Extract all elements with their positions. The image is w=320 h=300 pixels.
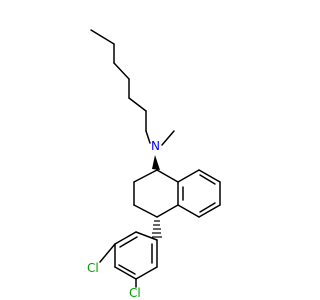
nitrogen-label: N <box>151 139 160 153</box>
double-bond-c6-c5 <box>199 202 216 213</box>
chlorine-label-bottom: Cl <box>129 286 141 300</box>
bond-chain-1 <box>90 29 115 45</box>
bond-chain-5 <box>128 97 147 112</box>
bond-c8a-c1 <box>156 169 179 183</box>
bond-c1-c2 <box>133 169 158 183</box>
molecule-drawing: N Cl Cl <box>87 29 221 300</box>
bond-ar-2 <box>114 231 137 245</box>
bond-chain-7 <box>145 130 151 144</box>
bond-c8a-c8 <box>177 169 200 183</box>
double-bond-ar-b <box>118 264 136 275</box>
double-bond-ar-a <box>119 236 138 248</box>
bond-c6-c5 <box>198 204 221 218</box>
structure-canvas: N Cl Cl <box>87 29 221 300</box>
stereo-wedge-c1 <box>152 155 160 170</box>
bond-ar-5 <box>135 266 158 280</box>
chlorine-label-top: Cl <box>87 261 99 275</box>
double-bond-c8-c7 <box>199 174 216 185</box>
bond-c4-c4a <box>156 204 179 218</box>
octyl-chain <box>90 29 151 144</box>
bond-chain-3 <box>113 62 130 80</box>
bond-c3-c4 <box>133 204 158 218</box>
bond-ar-1 <box>135 231 158 241</box>
bond-c5-c4a <box>177 204 200 218</box>
fused-benzene-ring <box>177 169 221 218</box>
bond-n-methyl <box>161 130 175 146</box>
bond-c-cl-top <box>99 243 116 263</box>
bond-c8-c7 <box>198 169 221 183</box>
saturated-ring <box>133 169 179 218</box>
stereo-hash-c4 <box>152 220 162 238</box>
bond-ar-4 <box>114 266 137 280</box>
dichlorophenyl-ring <box>114 231 158 280</box>
